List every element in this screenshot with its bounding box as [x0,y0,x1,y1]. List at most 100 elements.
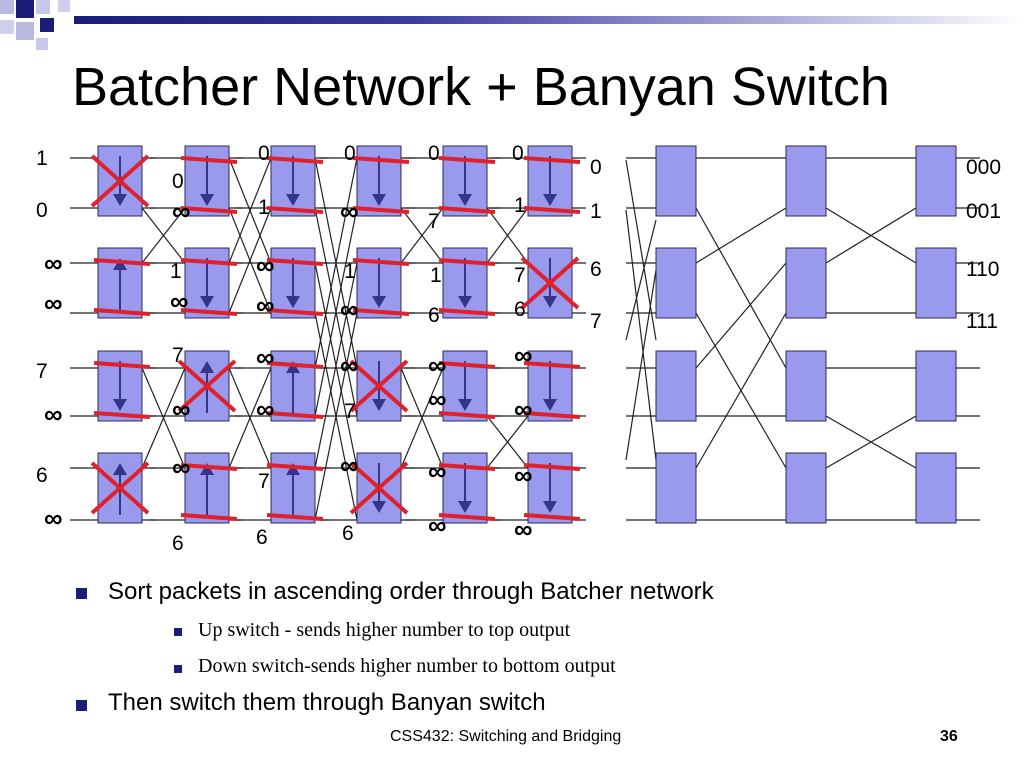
stage-output-label: ∞ [514,340,533,370]
interstage-wire [486,207,529,264]
cross-state-mark [90,154,150,208]
stage-output-label: ∞ [256,290,275,320]
banyan-interstage-wire [695,207,787,369]
switch-arrow-down-icon [286,296,300,308]
straight-state-mark [523,411,581,419]
stage-output-label: ∞ [340,294,359,324]
straight-state-mark [438,513,496,521]
interstage-wire [141,207,186,264]
stage-output-label: 1 [258,196,270,219]
straight-state-mark [93,308,151,316]
input-label: 6 [36,464,48,487]
stage-output-label: ∞ [256,394,275,424]
interstage-wire [228,367,272,469]
cross-state-mark [177,359,237,413]
switch-arrow-up-icon [286,463,300,475]
stage-output-label: 7 [344,400,356,423]
straight-state-mark [266,156,324,164]
switch-arrow-down-icon [113,399,127,411]
switch-arrow-down-icon [200,194,214,206]
straight-state-mark [180,308,238,316]
sub-bullet-marker [174,665,182,673]
interstage-wire [141,367,186,469]
input-label: 7 [36,360,48,383]
switch-arrow-down-icon [372,399,386,411]
stage-output-label: 7 [428,210,440,233]
banyan-output-label: 001 [966,200,1001,223]
stage-output-label: 0 [428,142,440,165]
banyan-interstage-wire [625,159,657,341]
switch-arrow-down-icon [286,194,300,206]
stage-output-label: ∞ [428,456,447,486]
banyan-interstage-wire [625,209,657,461]
bullet-sort-packets: Sort packets in ascending order through … [108,578,714,605]
interstage-wire [314,207,358,417]
switch-arrow-down-icon [372,501,386,513]
straight-state-mark [352,258,410,266]
bullet-marker [76,700,87,711]
banyan-interstage-wire [695,262,787,369]
straight-state-mark [523,513,581,521]
banyan-switch-box [915,145,957,217]
straight-state-mark [523,361,581,369]
straight-state-mark [523,156,581,164]
bullet-marker [76,588,87,599]
stage-output-label: ∞ [514,394,533,424]
switch-arrow-down-icon [543,501,557,513]
switch-arrow-down-icon [543,194,557,206]
straight-state-mark [266,361,324,369]
banyan-switch-box [915,247,957,319]
switch-arrow-down-icon [372,296,386,308]
slide-title: Batcher Network + Banyan Switch [72,57,890,117]
stage-output-label: ∞ [428,510,447,540]
switch-arrow-up-icon [113,463,127,475]
footer-text: CSS432: Switching and Bridging [390,728,622,745]
stage-output-label: 1 [344,260,356,283]
switch-arrow-down-icon [200,296,214,308]
stage-output-label: 6 [256,526,268,549]
banyan-switch-box [655,247,697,319]
straight-state-mark [180,156,238,164]
straight-state-mark [266,206,324,214]
straight-state-mark [438,258,496,266]
straight-state-mark [266,463,324,471]
straight-state-mark [438,411,496,419]
banyan-interstage-wire [695,312,787,469]
straight-state-mark [266,258,324,266]
corner-decoration [0,0,70,60]
interstage-wire [400,207,444,264]
switch-arrow-up-icon [200,463,214,475]
cross-state-mark [520,256,580,310]
stage-output-label: 6 [342,522,354,545]
banyan-interstage-wire [695,207,787,264]
switch-arrow-down-icon [458,399,472,411]
stage-output-label: 0 [258,142,270,165]
switch-arrow-down-icon [372,194,386,206]
stage-output-label: 6 [590,258,602,281]
stage-output-label: 1 [430,264,442,287]
stage-output-label: 0 [344,142,356,165]
straight-state-mark [180,463,238,471]
stage-output-label: 7 [590,310,602,333]
interstage-wire [314,262,358,469]
banyan-output-label: 000 [966,156,1001,179]
straight-state-mark [266,513,324,521]
straight-state-mark [180,206,238,214]
switch-arrow-up-icon [286,361,300,373]
stage-output-label: 7 [514,264,526,287]
straight-state-mark [438,156,496,164]
stage-output-label: 1 [170,260,182,283]
straight-state-mark [438,206,496,214]
straight-state-mark [93,258,151,266]
straight-state-mark [523,206,581,214]
banyan-switch-box [785,350,827,422]
input-label: 1 [36,147,48,170]
banyan-interstage-wire [825,415,917,469]
stage-output-label: 0 [590,156,602,179]
straight-state-mark [180,513,238,521]
switch-arrow-up-icon [113,258,127,270]
stage-output-label: ∞ [514,460,533,490]
banyan-switch-box [655,145,697,217]
sub-bullet-marker [174,628,182,636]
straight-state-mark [180,258,238,266]
